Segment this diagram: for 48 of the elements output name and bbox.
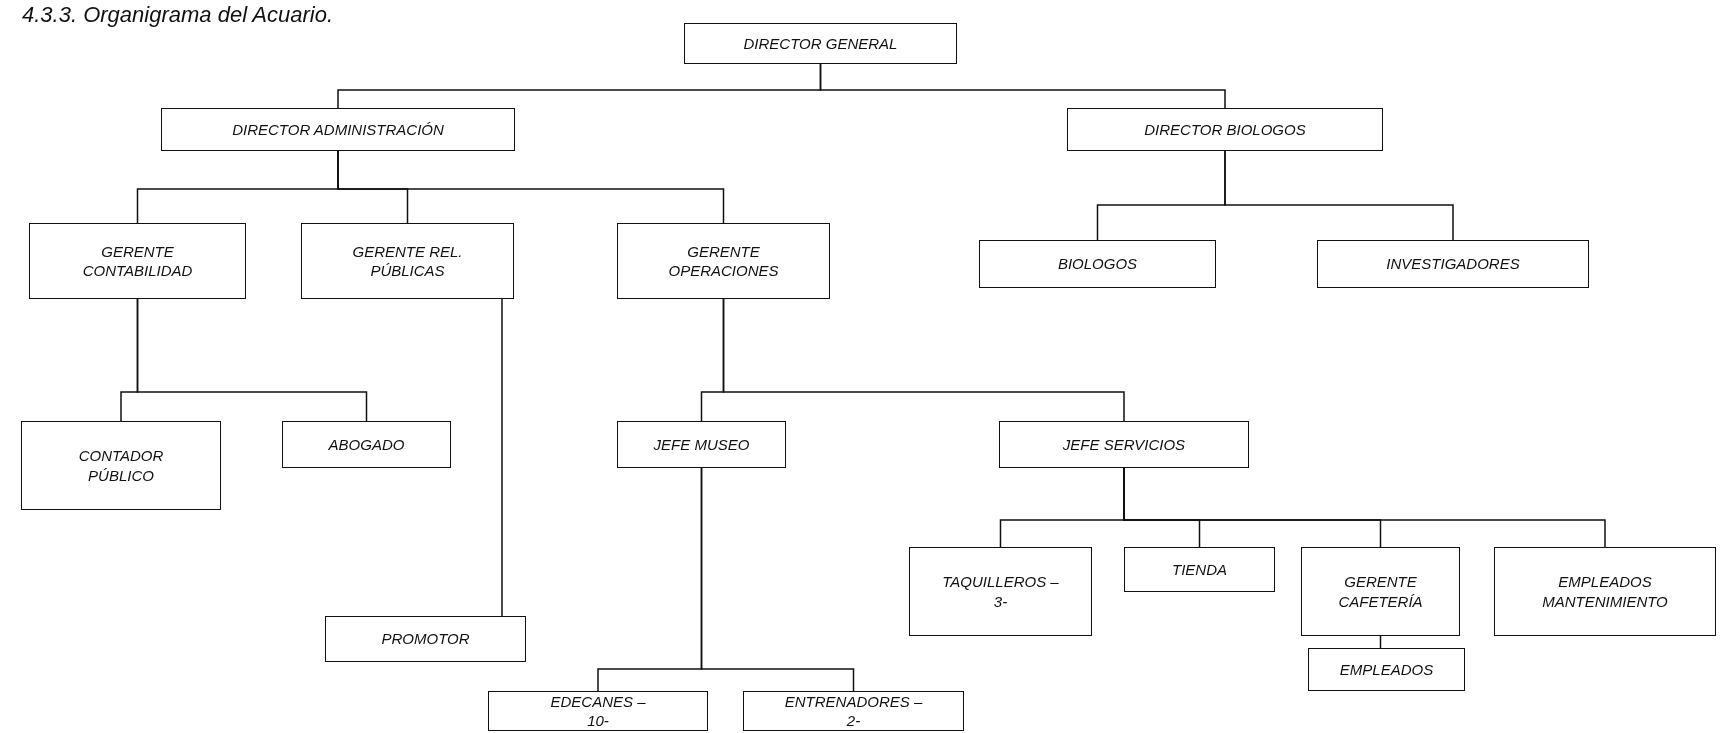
role-label: DIRECTOR ADMINISTRACIÓN [232, 119, 444, 140]
connector-line [722, 298, 1125, 422]
org-box [21, 421, 221, 510]
org-box [1494, 547, 1716, 636]
org-box [1308, 648, 1465, 691]
org-box [999, 421, 1249, 468]
role-label: DIRECTOR BIOLOGOS [1144, 119, 1306, 140]
org-box [684, 23, 957, 64]
role-label: PROMOTOR [381, 629, 470, 649]
connector-line [700, 467, 855, 692]
org-box [1067, 108, 1383, 151]
role-label: DIRECTOR GENERAL [743, 33, 898, 54]
role-label: EMPLEADOS [1339, 659, 1434, 680]
connector-line [819, 63, 1226, 109]
role-label: TAQUILLEROS –3- [941, 572, 1060, 611]
role-label: EDECANES –10- [549, 691, 647, 731]
org-box [1317, 240, 1589, 288]
org-box [301, 223, 514, 299]
role-label: GERENTE OPERACIONES [667, 241, 780, 281]
role-label: JEFE SERVICIOS [1062, 434, 1186, 455]
role-label: ABOGADO [328, 434, 405, 455]
org-box [29, 223, 246, 299]
role-label: GERENTE CAFETERÍA [1337, 572, 1424, 611]
org-box [1124, 547, 1275, 592]
org-box [909, 547, 1092, 636]
connector-line [501, 298, 503, 617]
diagram-title: 4.3.3. Organigrama del Acuario. [22, 2, 334, 28]
role-label: JEFE MUSEO [653, 434, 750, 455]
connector-line [1224, 150, 1454, 241]
role-label: CONTADOR PÚBLICO [77, 446, 165, 485]
role-label: GERENTE REL. PÚBLICAS [351, 241, 464, 281]
org-box [282, 421, 451, 468]
org-box [488, 691, 708, 731]
org-box [1301, 547, 1460, 636]
role-label: GERENTE CONTABILIDAD [81, 241, 194, 281]
org-box [617, 223, 830, 299]
role-label: TIENDA [1172, 559, 1227, 580]
connector-line [136, 298, 368, 422]
role-label: BIOLOGOS [1057, 254, 1138, 274]
org-box [325, 616, 526, 662]
org-box [161, 108, 515, 151]
org-box [617, 421, 786, 468]
org-box [743, 691, 964, 731]
role-label: EMPLEADOS MANTENIMIENTO [1541, 572, 1669, 611]
role-label: ENTRENADORES –2- [783, 691, 924, 731]
org-box [979, 240, 1216, 288]
role-label: INVESTIGADORES [1386, 254, 1520, 274]
connector-line [337, 150, 725, 224]
